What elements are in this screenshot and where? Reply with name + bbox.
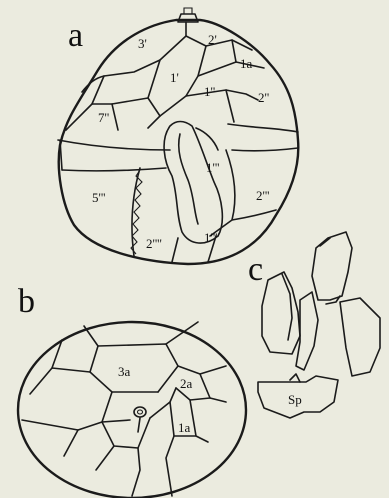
plate-label-2-prime: 2' bbox=[208, 32, 217, 47]
panel-a-drawing bbox=[58, 8, 298, 264]
panel-b-label: b bbox=[18, 283, 35, 320]
plate-label-2-triple-prime: 2''' bbox=[256, 188, 270, 203]
panel-c-drawing bbox=[258, 232, 380, 418]
plate-label-1a-panel-a: 1a bbox=[240, 56, 253, 71]
plate-label-1-double-prime: 1'' bbox=[204, 84, 215, 99]
panel-b-drawing bbox=[18, 322, 246, 498]
plate-label-5-triple-prime: 5''' bbox=[92, 190, 106, 205]
plate-label-1-prime: 1' bbox=[170, 70, 179, 85]
panel-a-label: a bbox=[68, 17, 83, 54]
plate-label-3a: 3a bbox=[118, 364, 131, 379]
plate-label-2-quadruple-prime: 2'''' bbox=[146, 236, 162, 251]
plate-label-2a: 2a bbox=[180, 376, 193, 391]
panel-c-label: c bbox=[248, 251, 263, 288]
plate-label-sp: Sp bbox=[288, 392, 302, 407]
plate-label-3-prime: 3' bbox=[138, 36, 147, 51]
plate-label-1-triple-prime: 1''' bbox=[206, 160, 220, 175]
plate-label-2-double-prime: 2'' bbox=[258, 90, 269, 105]
plate-label-7-double-prime: 7'' bbox=[98, 110, 109, 125]
plate-label-1-quadruple-prime: 1'''' bbox=[204, 230, 220, 245]
plate-label-1a-panel-b: 1a bbox=[178, 420, 191, 435]
